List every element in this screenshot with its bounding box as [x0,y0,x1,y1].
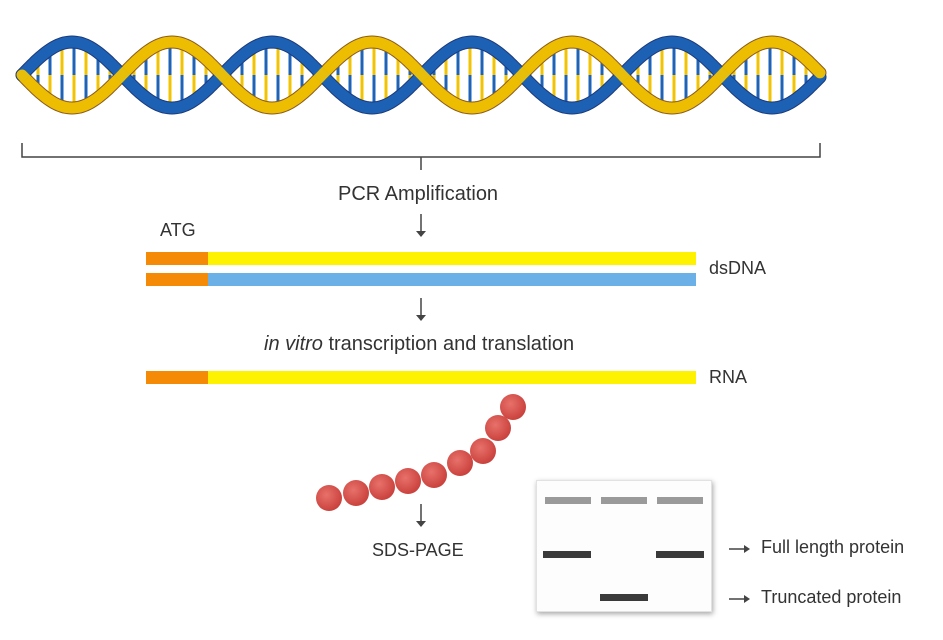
dsdna-top-start-segment [146,252,208,265]
dsdna-bottom-start-segment [146,273,208,286]
amino-acid-bead [316,485,342,511]
ivt-label: in vitro transcription and translation [264,333,574,356]
atg-label: ATG [160,220,196,240]
dsdna-bottom-strand [208,273,696,286]
gel-panel [536,480,712,612]
sds-page-label: SDS-PAGE [372,540,464,560]
truncated-label: Truncated protein [761,587,902,607]
amino-acid-bead [343,480,369,506]
amino-acid-bead [470,438,496,464]
gel-band-truncated [600,594,648,601]
dsdna-top-strand [208,252,696,265]
amino-acid-bead [500,394,526,420]
dna-helix-icon [15,35,827,115]
ivt-rest: transcription and translation [322,333,575,355]
dsdna-label: dsDNA [709,258,767,278]
gel-band-full-length [543,551,591,558]
bracket [21,143,821,170]
gel-band-marker [601,497,647,504]
arrow-down-icon [416,504,426,527]
rna-strand [208,371,696,384]
arrow-down-icon [416,298,426,321]
amino-acid-bead [447,450,473,476]
arrow-right-icon [729,545,750,553]
arrow-down-icon [416,214,426,237]
gel-band-marker [657,497,703,504]
helix-strand-gold [16,36,826,114]
arrow-right-icon [729,595,750,603]
amino-acid-bead [421,462,447,488]
ivt-italic: in vitro [264,333,323,355]
amino-acid-bead [369,474,395,500]
full-length-label: Full length protein [761,537,905,557]
rna-label: RNA [709,367,748,387]
gel-band-full-length [656,551,704,558]
rna-start-segment [146,371,208,384]
amino-acid-bead [485,415,511,441]
gel-band-marker [545,497,591,504]
amino-acid-bead [395,468,421,494]
pcr-label: PCR Amplification [338,183,499,205]
